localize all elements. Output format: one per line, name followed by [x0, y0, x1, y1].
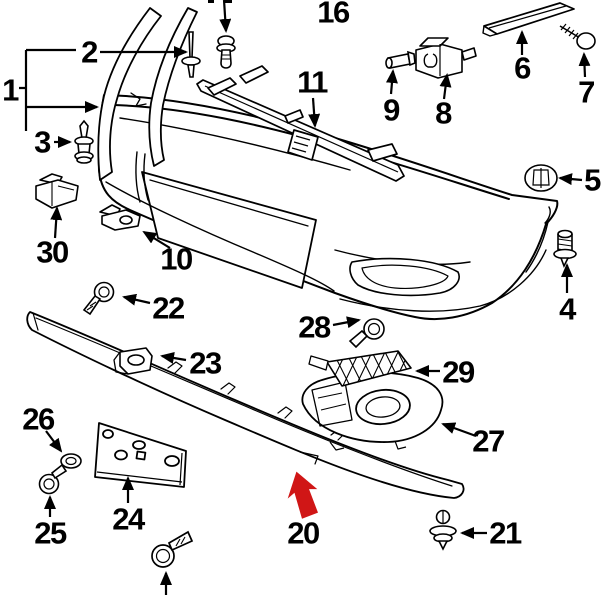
part-label-9[interactable]: 9: [383, 92, 400, 128]
part-label-6[interactable]: 6: [514, 50, 531, 86]
license-bracket-drawing[interactable]: [94, 422, 187, 488]
bracket-clip-drawing-10[interactable]: [99, 204, 141, 231]
bolt-drawing-bottom[interactable]: [151, 530, 194, 568]
part-label-26[interactable]: 26: [22, 401, 55, 437]
grommet-drawing-5[interactable]: [524, 164, 558, 192]
part-label-1[interactable]: 1: [2, 72, 19, 108]
fog-lamp-bezel-drawing[interactable]: [301, 371, 444, 451]
highlight-arrow-20[interactable]: [282, 468, 323, 521]
pin-drawing-9[interactable]: [385, 50, 416, 69]
part-label-22[interactable]: 22: [152, 290, 185, 326]
screw-drawing-4[interactable]: [553, 229, 577, 268]
part-label-4[interactable]: 4: [559, 291, 576, 327]
upper-support-bar-drawing[interactable]: [196, 65, 405, 182]
pin-fastener-drawing-2[interactable]: [181, 31, 201, 78]
part-label-21[interactable]: 21: [489, 515, 522, 551]
part-label-20[interactable]: 20: [287, 515, 320, 551]
screw-drawing-7[interactable]: [559, 23, 596, 50]
part-label-5[interactable]: 5: [584, 162, 601, 198]
part-label-8[interactable]: 8: [435, 95, 452, 131]
part-label-11[interactable]: 11: [297, 64, 328, 100]
bolt-drawing-25[interactable]: [38, 463, 68, 495]
part-label-29[interactable]: 29: [442, 354, 475, 390]
bolt-fastener-drawing-top[interactable]: [216, 35, 236, 69]
part-label-3[interactable]: 3: [34, 124, 51, 160]
part-label-7[interactable]: 7: [578, 74, 595, 110]
mesh-grille-drawing[interactable]: [308, 336, 412, 398]
part-label-23[interactable]: 23: [189, 345, 222, 381]
part-label-2[interactable]: 2: [81, 34, 98, 70]
clip-fastener-drawing-3[interactable]: [74, 119, 94, 164]
sensor-bracket-drawing-8[interactable]: [415, 37, 477, 79]
part-label-30[interactable]: 30: [36, 234, 69, 270]
part-label-27[interactable]: 27: [472, 423, 505, 459]
clip-nut-drawing-23[interactable]: [113, 347, 153, 375]
part-label-24[interactable]: 24: [112, 501, 145, 537]
trim-strip-drawing-6[interactable]: [482, 2, 575, 37]
bracket-clip-drawing-30[interactable]: [35, 173, 79, 209]
cropped-label-fragment: [208, 0, 232, 3]
bumper-corner-extension-drawing[interactable]: [97, 7, 198, 181]
screw-drawing-22[interactable]: [82, 281, 115, 316]
push-clip-drawing-21[interactable]: [429, 509, 457, 551]
screw-drawing-28[interactable]: [348, 318, 385, 349]
part-label-16[interactable]: 16: [317, 0, 350, 30]
part-label-25[interactable]: 25: [34, 515, 67, 551]
callout-arrows: [19, 0, 591, 595]
part-label-28[interactable]: 28: [298, 309, 331, 345]
part-label-10[interactable]: 10: [160, 241, 193, 277]
